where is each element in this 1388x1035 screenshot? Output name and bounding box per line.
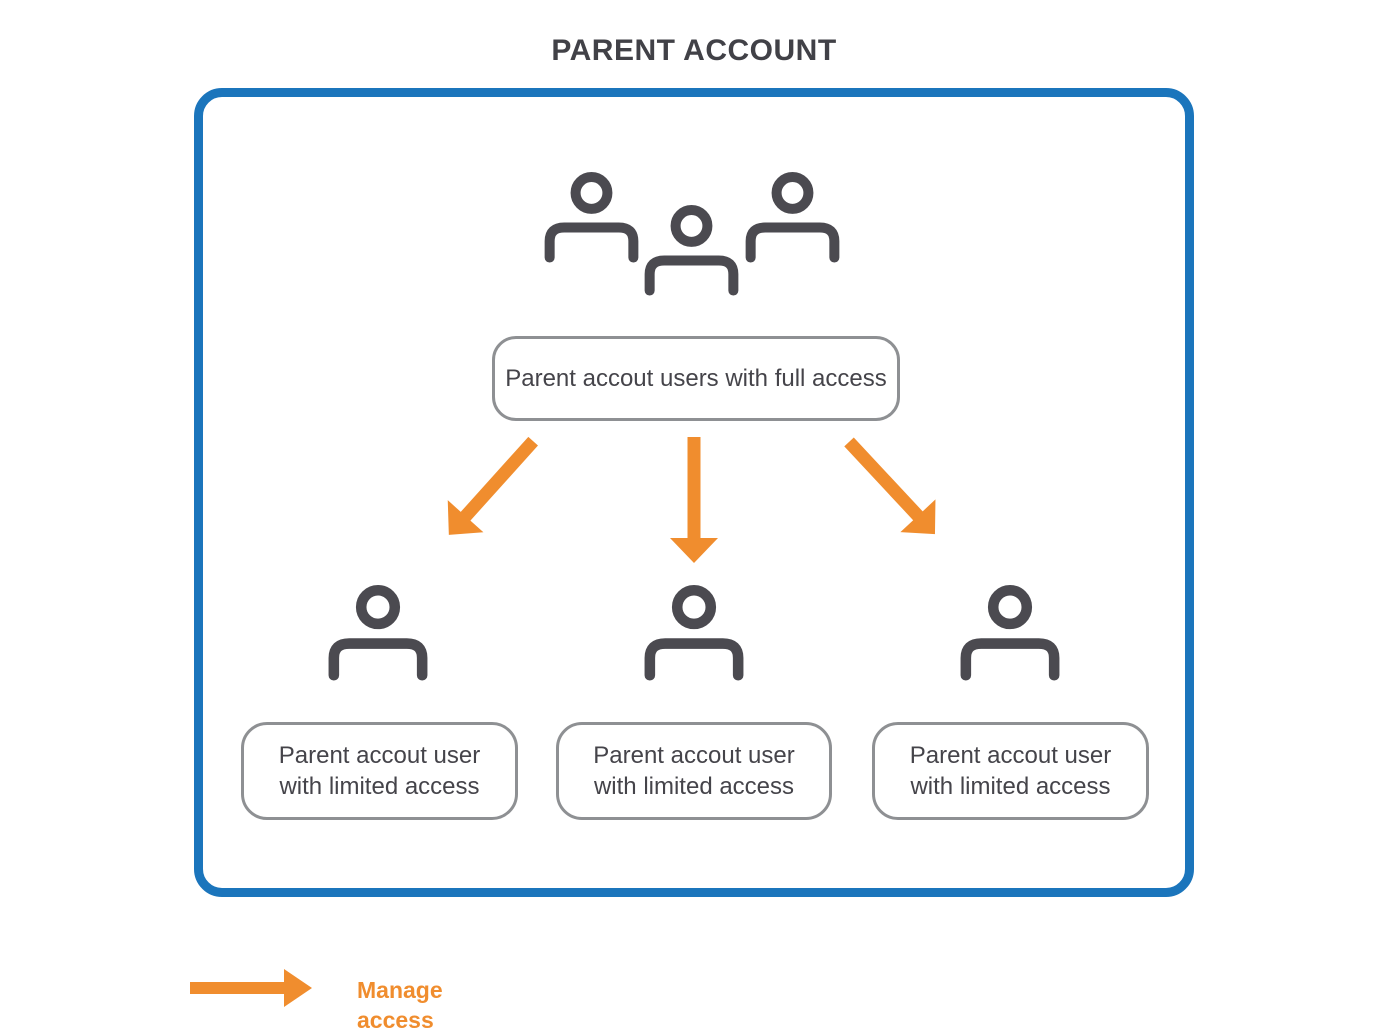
- limited-access-label-line: with limited access: [279, 773, 480, 800]
- user-icon: [745, 172, 840, 263]
- diagram-title: PARENT ACCOUNT: [551, 34, 837, 67]
- user-icon: [644, 205, 739, 296]
- user-icon: [644, 585, 744, 681]
- limited-access-label-line: Parent accout user: [593, 742, 795, 769]
- limited-access-label-box: Parent accout user with limited access: [556, 722, 832, 820]
- user-icon: [544, 172, 639, 263]
- user-icon: [328, 585, 428, 681]
- full-access-label-box: Parent accout users with full access: [492, 336, 900, 421]
- limited-access-label-box: Parent accout user with limited access: [872, 722, 1149, 820]
- limited-access-label-line: Parent accout user: [278, 742, 481, 769]
- arrow-down-icon: [670, 437, 718, 563]
- limited-access-label-line: with limited access: [910, 773, 1111, 800]
- full-access-label: Parent accout users with full access: [505, 364, 887, 392]
- arrow-down-left-icon: [447, 436, 538, 535]
- user-icon: [960, 585, 1060, 681]
- limited-access-label-line: with limited access: [593, 773, 795, 800]
- three-users-icon: [544, 172, 840, 324]
- arrow-down-right-icon: [844, 437, 936, 535]
- legend-label: Manage access on the parent account: [357, 977, 443, 1033]
- arrow-right-icon: [190, 969, 312, 1007]
- limited-access-label-box: Parent accout user with limited access: [241, 722, 518, 820]
- limited-access-label-line: Parent accout user: [909, 742, 1112, 769]
